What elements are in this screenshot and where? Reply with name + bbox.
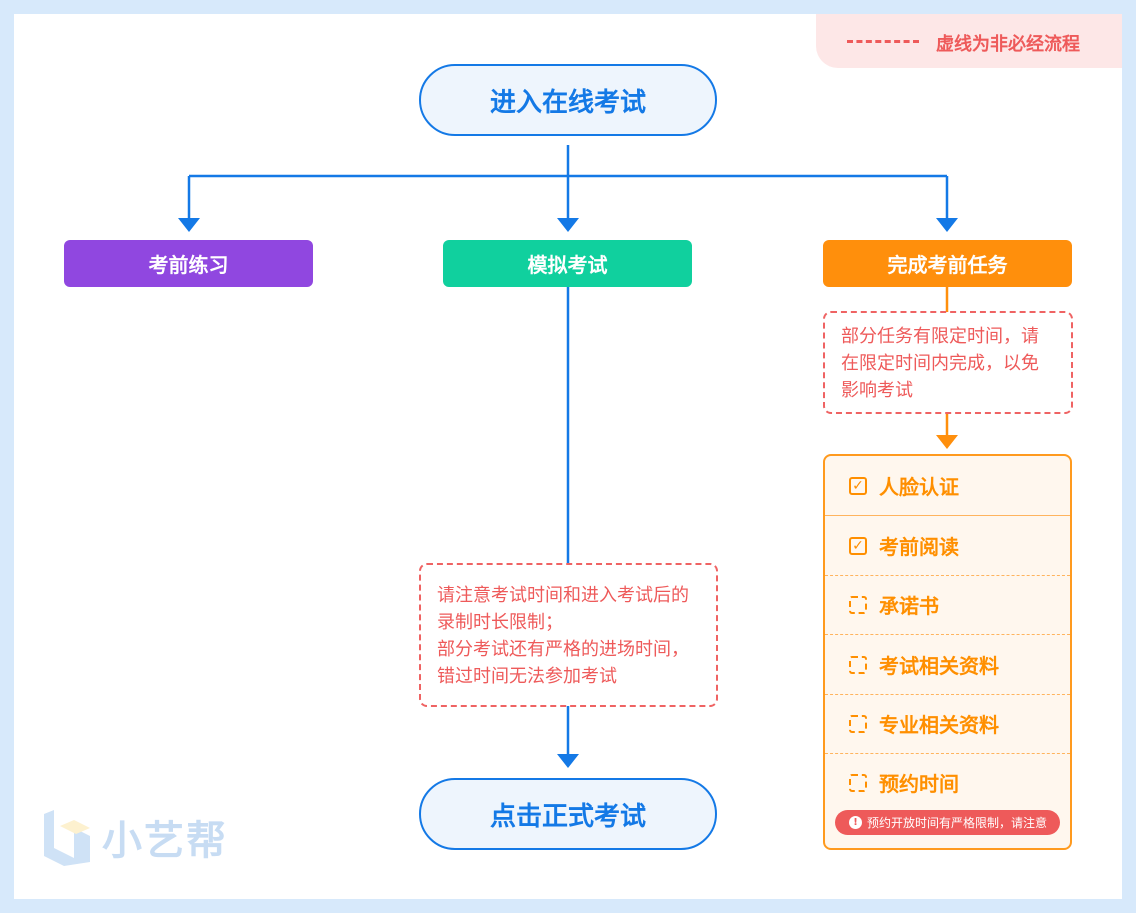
start-formal-exam-node[interactable]: 点击正式考试 (419, 778, 717, 850)
note-line: 请注意考试时间和进入考试后的 (437, 585, 689, 606)
note-line: 部分考试还有严格的进场时间， (437, 639, 689, 660)
pre-exam-tasks-node[interactable]: 完成考前任务 (823, 240, 1072, 287)
dashed-box-icon (849, 655, 867, 674)
dashed-box-icon (849, 714, 867, 733)
note-line: 影响考试 (841, 380, 913, 401)
task-item-appointment[interactable]: 预约时间 (825, 753, 1070, 812)
task-list-panel: ✓ 人脸认证 ✓ 考前阅读 承诺书 考试相关资料 专业相关资料 预约时间 (823, 454, 1072, 850)
task-connectors (936, 287, 958, 449)
dashed-line-sample (847, 40, 919, 43)
task-label: 专业相关资料 (879, 713, 999, 737)
logo-mark-icon (44, 810, 90, 866)
arrow-practice (178, 218, 200, 232)
logo: 小艺帮 (40, 806, 240, 868)
start-node[interactable]: 进入在线考试 (419, 64, 717, 136)
arrow-tasks (936, 218, 958, 232)
task-item-exam-materials[interactable]: 考试相关资料 (825, 635, 1070, 695)
task-label: 承诺书 (879, 594, 939, 618)
arrow-mock (557, 218, 579, 232)
checked-box-icon: ✓ (849, 536, 867, 555)
mock-exam-node[interactable]: 模拟考试 (443, 240, 692, 287)
practice-node[interactable]: 考前练习 (64, 240, 313, 287)
note-line: 部分任务有限定时间，请 (841, 326, 1039, 347)
task-label: 预约时间 (879, 772, 959, 796)
arrow-end (557, 754, 579, 768)
appointment-warning-badge: ! 预约开放时间有严格限制，请注意 (835, 810, 1060, 835)
checked-box-icon: ✓ (849, 476, 867, 495)
legend: 虚线为非必经流程 (816, 14, 1122, 68)
note-line: 在限定时间内完成，以免 (841, 353, 1039, 374)
note-line: 错过时间无法参加考试 (437, 666, 617, 687)
task-label: 考试相关资料 (879, 654, 999, 678)
task-item-pre-reading[interactable]: ✓ 考前阅读 (825, 516, 1070, 576)
mock-connectors (557, 287, 579, 768)
logo-text: 小艺帮 (102, 818, 228, 864)
arrow-task-panel (936, 435, 958, 449)
mock-time-note: 请注意考试时间和进入考试后的 录制时长限制； 部分考试还有严格的进场时间， 错过… (419, 563, 718, 707)
task-label: 考前阅读 (879, 535, 959, 559)
task-time-note: 部分任务有限定时间，请 在限定时间内完成，以免 影响考试 (823, 311, 1073, 414)
exclamation-icon: ! (849, 816, 862, 829)
legend-text: 虚线为非必经流程 (936, 34, 1080, 55)
task-item-major-materials[interactable]: 专业相关资料 (825, 694, 1070, 754)
note-line: 录制时长限制； (437, 612, 563, 633)
task-item-pledge[interactable]: 承诺书 (825, 575, 1070, 635)
dashed-box-icon (849, 773, 867, 792)
warning-text: 预约开放时间有严格限制，请注意 (867, 816, 1048, 830)
dashed-box-icon (849, 595, 867, 614)
start-connectors (178, 145, 958, 232)
task-item-face-auth[interactable]: ✓ 人脸认证 (825, 456, 1070, 516)
task-label: 人脸认证 (879, 475, 959, 499)
